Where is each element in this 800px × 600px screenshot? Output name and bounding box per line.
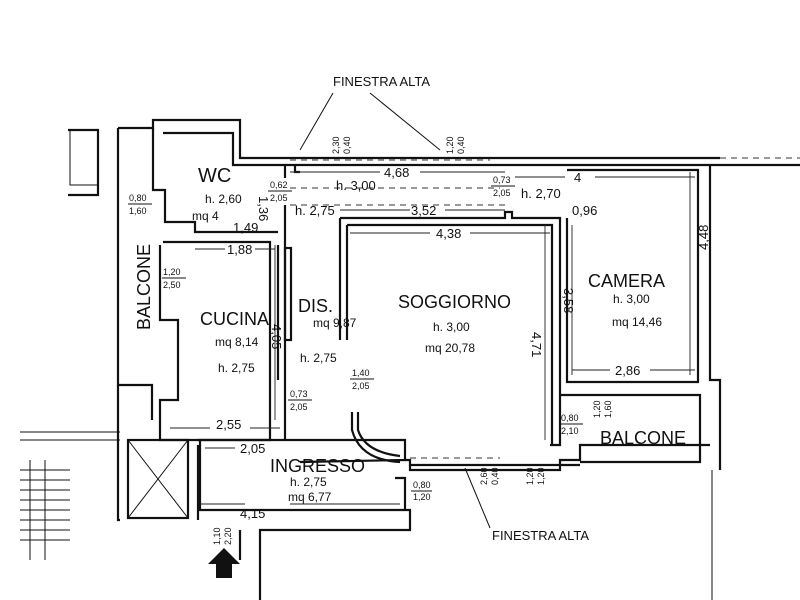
dimension-lines	[170, 171, 695, 505]
room-dis-name: DIS.	[298, 296, 333, 316]
dim-label: 2,86	[615, 363, 640, 378]
svg-text:0,40: 0,40	[342, 136, 352, 154]
room-wc-name: WC	[198, 165, 231, 187]
dim-label: 1,36	[256, 196, 271, 221]
room-wc-height: h. 2,60	[205, 192, 242, 206]
svg-text:1,40: 1,40	[352, 368, 370, 378]
room-dis-height: h. 2,75	[300, 351, 337, 365]
svg-text:0,80: 0,80	[561, 413, 579, 423]
dim-label: 4	[574, 170, 581, 185]
svg-text:1,20: 1,20	[592, 400, 602, 418]
dim-label: 4,38	[436, 226, 461, 241]
room-camera-name: CAMERA	[588, 271, 665, 291]
room-cucina-name: CUCINA	[200, 309, 269, 329]
room-cucina-height: h. 2,75	[218, 361, 255, 375]
opening-fraction: 1,20 2,50	[162, 267, 186, 290]
svg-text:2,05: 2,05	[493, 188, 511, 198]
opening-fraction: 0,73 2,05	[288, 389, 312, 412]
svg-text:2,50: 2,50	[163, 280, 181, 290]
room-soggiorno-area: mq 20,78	[425, 341, 475, 355]
opening-fraction: 0,80 2,10	[559, 413, 583, 436]
opening-fraction: 0,73 2,05	[491, 175, 515, 198]
stairs	[20, 460, 70, 560]
svg-text:2,20: 2,20	[223, 527, 233, 545]
room-ingresso-name: INGRESSO	[270, 456, 365, 476]
entrance-arrow-icon	[208, 548, 240, 578]
opening-labels: 0,80 1,60 1,20 2,50 0,62 2,05 0,73 2,05 1,40…	[128, 136, 613, 545]
svg-text:1,20: 1,20	[163, 267, 181, 277]
room-ingresso-height: h. 2,75	[290, 475, 327, 489]
dim-label: 2,05	[240, 441, 265, 456]
dim-label: 1,88	[227, 242, 252, 257]
room-balcone-left-name: BALCONE	[134, 244, 154, 330]
svg-text:1,60: 1,60	[603, 400, 613, 418]
svg-text:2,30: 2,30	[331, 136, 341, 154]
opening-fraction: 1,40 2,05	[350, 368, 374, 391]
dim-label: 4,71	[529, 332, 544, 357]
svg-text:1,20: 1,20	[413, 492, 431, 502]
svg-text:2,05: 2,05	[290, 402, 308, 412]
room-camera-height: h. 3,00	[613, 292, 650, 306]
svg-text:2,10: 2,10	[561, 426, 579, 436]
room-ingresso-area: mq 6,77	[288, 490, 332, 504]
room-dis-area: mq 9,87	[313, 316, 357, 330]
svg-text:0,80: 0,80	[413, 480, 431, 490]
svg-text:1,20: 1,20	[536, 467, 546, 485]
svg-text:0,80: 0,80	[129, 193, 147, 203]
svg-text:1,60: 1,60	[129, 206, 147, 216]
finestra-alta-top-label: FINESTRA ALTA	[333, 74, 430, 89]
svg-text:2,05: 2,05	[352, 381, 370, 391]
room-soggiorno-height: h. 3,00	[433, 320, 470, 334]
dim-label: 3,58	[561, 288, 576, 313]
dim-label: 4,05	[269, 324, 284, 349]
svg-text:0,40: 0,40	[490, 467, 500, 485]
dim-label: 4,48	[696, 225, 711, 250]
room-wc-area: mq 4	[192, 209, 219, 223]
svg-text:1,20: 1,20	[525, 467, 535, 485]
dim-label: h. 3,00	[336, 178, 376, 193]
svg-text:0,73: 0,73	[290, 389, 308, 399]
opening-fraction: 0,62 2,05	[268, 180, 292, 203]
details	[20, 92, 800, 600]
svg-text:0,40: 0,40	[456, 136, 466, 154]
svg-text:1,20: 1,20	[445, 136, 455, 154]
room-cucina-area: mq 8,14	[215, 335, 259, 349]
opening-fraction: 0,80 1,20	[411, 480, 432, 502]
dimension-labels: 4,68 h. 3,00 4 h. 2,70 0,96 h. 2,75 3,52…	[216, 165, 711, 521]
dim-label: 0,96	[572, 203, 597, 218]
svg-text:2,05: 2,05	[270, 193, 288, 203]
dim-label: 2,55	[216, 417, 241, 432]
room-balcone-right-name: BALCONE	[600, 428, 686, 448]
finestra-alta-bottom-label: FINESTRA ALTA	[492, 528, 589, 543]
dim-label: h. 2,70	[521, 186, 561, 201]
dim-label: 4,15	[240, 506, 265, 521]
svg-text:0,73: 0,73	[493, 175, 511, 185]
dim-label: 1,49	[233, 220, 258, 235]
svg-text:1,10: 1,10	[212, 527, 222, 545]
opening-fraction: 0,80 1,60	[128, 193, 152, 216]
dim-label: h. 2,75	[295, 203, 335, 218]
room-soggiorno-name: SOGGIORNO	[398, 292, 511, 312]
walls	[68, 118, 800, 600]
dim-label: 4,68	[384, 165, 409, 180]
dim-label: 3,52	[411, 203, 436, 218]
room-camera-area: mq 14,46	[612, 315, 662, 329]
svg-text:0,62: 0,62	[270, 180, 288, 190]
svg-text:2,60: 2,60	[479, 467, 489, 485]
